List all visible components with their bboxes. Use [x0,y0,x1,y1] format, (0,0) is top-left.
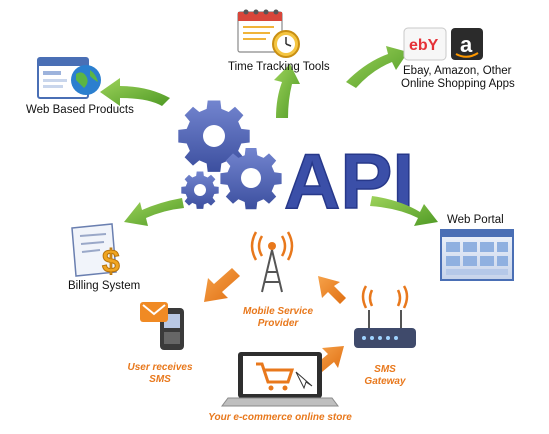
svg-text:a: a [460,32,473,57]
browser-globe-icon [37,57,101,99]
arrow-provider-to-user [204,268,240,302]
label-billing-system: Billing System [68,280,141,292]
large-gear-icon [178,100,250,172]
label-ecommerce-store: Your e-commerce online store [208,412,352,423]
cell-tower-icon [250,231,294,293]
label-user-receives-sms-line2: SMS [149,374,171,385]
amazon-logo-icon: a [451,28,483,60]
label-mobile-service-provider-line2: Provider [257,318,299,329]
label-web-portal: Web Portal [447,214,504,226]
label-web-based-products: Web Based Products [26,104,134,116]
small-gear-icon [181,171,219,209]
ebay-logo-icon: ebY [403,27,447,61]
arrow-gateway-to-provider [318,276,346,304]
arrow-to-web-portal [370,196,438,226]
label-shopping-apps-line1: Ebay, Amazon, Other [403,65,512,77]
medium-gear-icon [220,148,282,210]
arrow-to-web-based-products [100,78,170,106]
laptop-cart-icon [221,352,339,407]
svg-text:$: $ [102,243,120,279]
billing-dollar-icon: $ [71,223,121,280]
router-gateway-icon [354,285,416,348]
sms-phone-icon [140,302,184,350]
calendar-clock-icon [237,9,300,58]
label-sms-gateway-line2: Gateway [364,376,406,387]
label-mobile-service-provider-line1: Mobile Service [242,306,314,317]
label-user-receives-sms-line1: User receives [127,362,193,373]
label-time-tracking-tools: Time Tracking Tools [228,61,330,73]
label-sms-gateway-line1: SMS [374,364,396,375]
web-portal-window-icon [440,229,514,281]
svg-text:ebY: ebY [409,37,439,54]
arrow-to-billing-system [124,198,184,226]
arrow-to-time-tracking [274,64,300,118]
api-title: API [284,137,414,225]
arrow-to-shopping-apps [346,46,408,88]
arrow-store-to-gateway [316,346,344,372]
label-shopping-apps-line2: Online Shopping Apps [401,78,515,90]
